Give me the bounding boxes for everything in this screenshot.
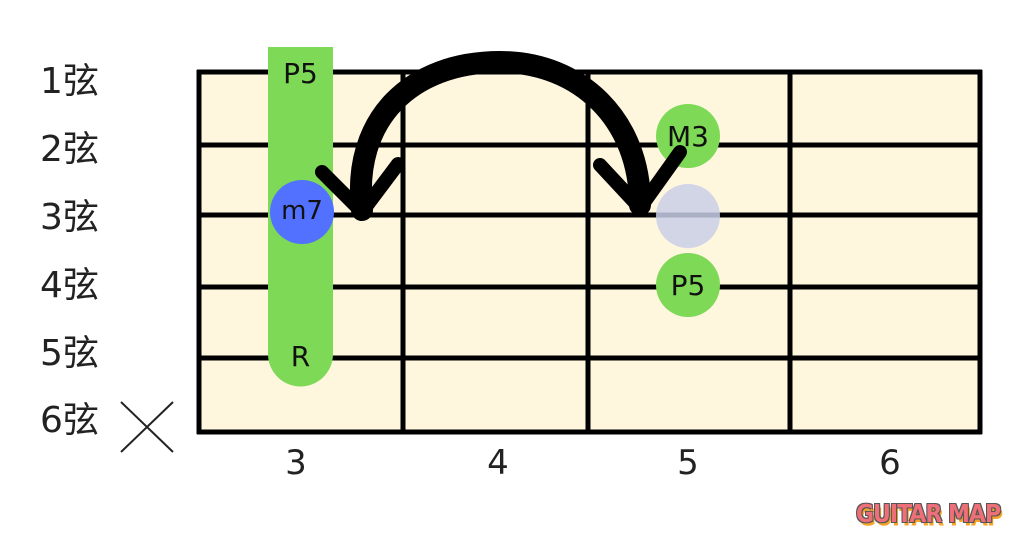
string-label-6: 6弦 <box>40 400 99 441</box>
curved-arrow-icon <box>315 51 687 221</box>
note-label-m3: M3 <box>667 120 709 153</box>
fret-label-4: 4 <box>487 443 509 483</box>
note-label-p5-top: P5 <box>283 57 318 90</box>
frets <box>196 70 983 434</box>
mute-x-icon <box>120 401 174 453</box>
string-label-4: 4弦 <box>40 265 99 306</box>
note-p5-circle <box>656 253 720 317</box>
fret-label-3: 3 <box>285 443 307 483</box>
note-m7-circle <box>270 180 334 244</box>
string-label-3: 3弦 <box>40 197 99 238</box>
guitar-map-logo: GUITAR MAP <box>856 500 1001 529</box>
ghost-note-circle <box>656 184 720 248</box>
note-label-r: R <box>290 340 311 373</box>
fret-label-5: 5 <box>677 443 699 483</box>
string-label-2: 2弦 <box>40 129 99 170</box>
string-label-1: 1弦 <box>40 61 99 102</box>
fret-label-6: 6 <box>879 443 901 483</box>
note-label-p5-fret5: P5 <box>670 269 706 302</box>
note-label-m7: m7 <box>281 196 323 226</box>
string-label-5: 5弦 <box>40 333 99 374</box>
